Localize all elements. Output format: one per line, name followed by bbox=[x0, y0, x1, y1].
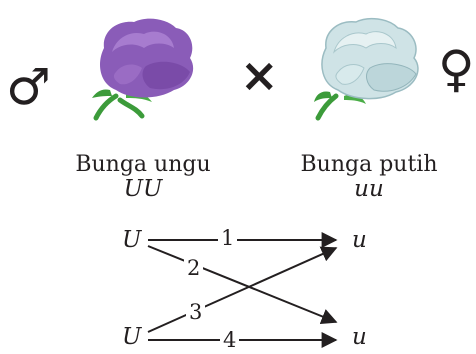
right-gamete-2: u bbox=[352, 324, 367, 350]
left-gamete-1: U bbox=[122, 227, 142, 253]
cross-icon: × bbox=[240, 48, 279, 102]
female-symbol-icon: ♀ bbox=[438, 40, 475, 98]
combination-label-2: 2 bbox=[184, 258, 204, 279]
female-genotype: uu bbox=[354, 176, 384, 202]
white-rose-icon bbox=[314, 17, 419, 121]
male-symbol-icon: ♂ bbox=[6, 58, 51, 116]
arrow-3 bbox=[147, 246, 338, 333]
combination-label-3: 3 bbox=[186, 302, 206, 323]
combination-label-1: 1 bbox=[218, 228, 238, 249]
right-gamete-1: u bbox=[352, 227, 367, 253]
arrow-2 bbox=[147, 245, 338, 325]
purple-rose-icon bbox=[92, 18, 194, 121]
male-genotype: UU bbox=[123, 176, 163, 202]
combination-label-4: 4 bbox=[220, 330, 240, 351]
female-parent-name: Bunga putih bbox=[300, 152, 438, 177]
male-parent-name: Bunga ungu bbox=[75, 152, 211, 177]
left-gamete-2: U bbox=[122, 324, 142, 350]
